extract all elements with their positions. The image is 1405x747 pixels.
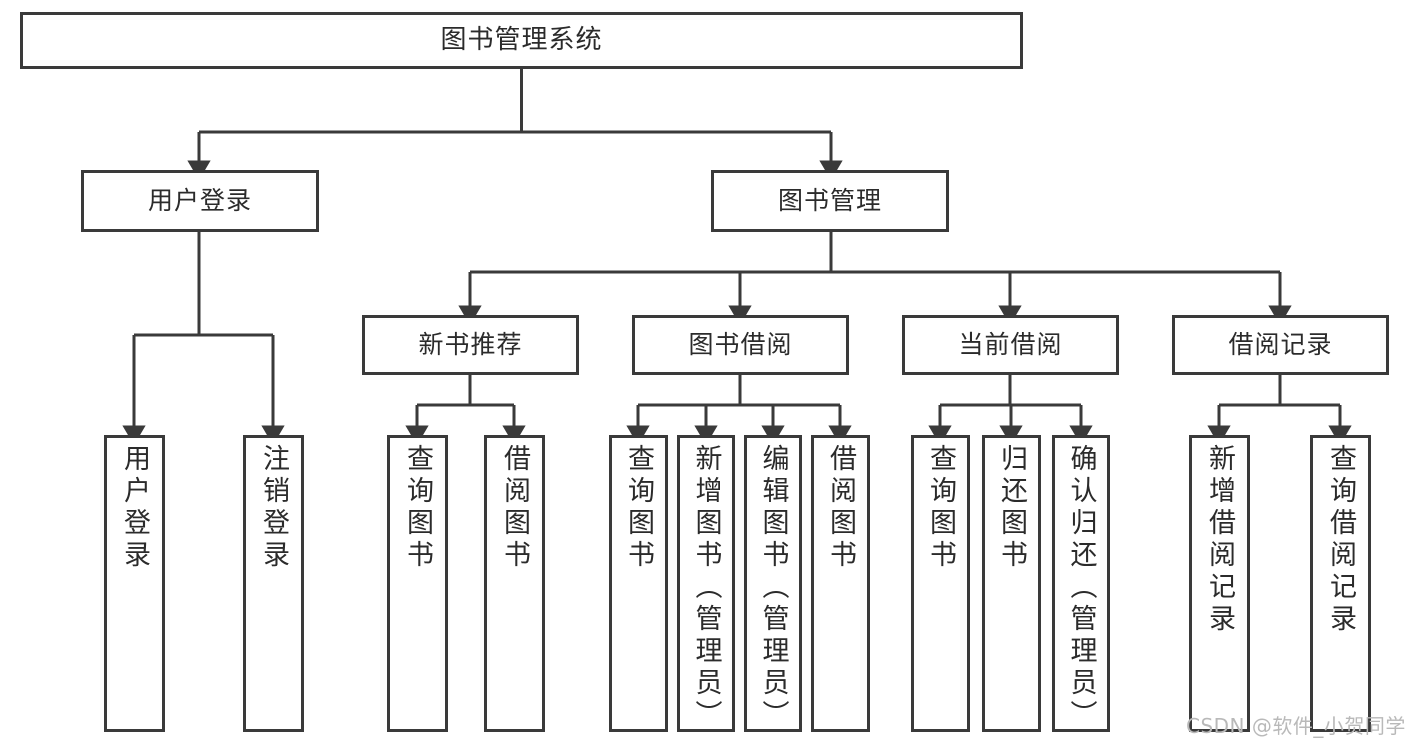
node-label: 用户登录 [119, 444, 150, 572]
node-book-borrow[interactable]: 图书借阅 [632, 315, 849, 375]
node-label: 新增图书（管理员） [690, 444, 722, 732]
leaf-user-login[interactable]: 用户登录 [104, 435, 165, 732]
leaf-add-book-admin[interactable]: 新增图书（管理员） [677, 435, 735, 732]
node-label: 编辑图书（管理员） [757, 444, 789, 732]
node-label: 新增借阅记录 [1204, 444, 1235, 636]
node-label: 查询图书 [925, 444, 956, 572]
leaf-borrow-book-recommend[interactable]: 借阅图书 [484, 435, 545, 732]
node-label: 图书管理系统 [440, 24, 603, 55]
node-label: 查询借阅记录 [1325, 444, 1356, 636]
node-label: 归还图书 [996, 444, 1027, 572]
leaf-query-book-recommend[interactable]: 查询图书 [387, 435, 448, 732]
leaf-add-borrow-record[interactable]: 新增借阅记录 [1189, 435, 1250, 732]
node-borrow-record[interactable]: 借阅记录 [1172, 315, 1389, 375]
node-label: 确认归还（管理员） [1065, 444, 1097, 732]
leaf-edit-book-admin[interactable]: 编辑图书（管理员） [744, 435, 802, 732]
leaf-query-borrow-record[interactable]: 查询借阅记录 [1310, 435, 1371, 732]
node-label: 借阅图书 [499, 444, 530, 572]
node-label: 查询图书 [402, 444, 433, 572]
node-label: 查询图书 [623, 444, 654, 572]
leaf-confirm-return-admin[interactable]: 确认归还（管理员） [1052, 435, 1110, 732]
node-book-management[interactable]: 图书管理 [711, 170, 949, 232]
node-label: 图书借阅 [688, 329, 793, 359]
leaf-query-book-borrow[interactable]: 查询图书 [609, 435, 668, 732]
node-root-system[interactable]: 图书管理系统 [20, 12, 1023, 69]
node-current-borrow[interactable]: 当前借阅 [902, 315, 1119, 375]
node-label: 图书管理 [777, 185, 882, 215]
node-user-login[interactable]: 用户登录 [81, 170, 319, 232]
node-label: 借阅记录 [1228, 329, 1333, 359]
leaf-return-book[interactable]: 归还图书 [982, 435, 1041, 732]
csdn-watermark: CSDN @软件_小贺同学 [1186, 714, 1405, 738]
node-label: 用户登录 [147, 185, 252, 215]
leaf-logout[interactable]: 注销登录 [243, 435, 304, 732]
leaf-borrow-book[interactable]: 借阅图书 [811, 435, 870, 732]
node-label: 当前借阅 [958, 329, 1063, 359]
leaf-query-book-current[interactable]: 查询图书 [911, 435, 970, 732]
node-label: 注销登录 [258, 444, 289, 572]
node-label: 借阅图书 [825, 444, 856, 572]
node-label: 新书推荐 [418, 329, 523, 359]
node-new-book-recommend[interactable]: 新书推荐 [362, 315, 579, 375]
